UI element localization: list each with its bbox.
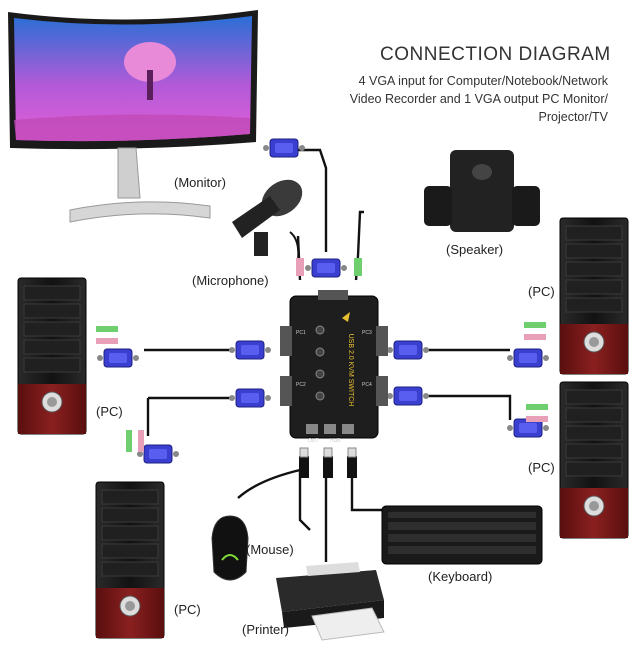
- speaker-illustration: [424, 150, 540, 232]
- usb-plug-icon-1: [298, 447, 310, 479]
- speaker-label: (Speaker): [446, 242, 504, 257]
- audio-plugs-left: [96, 326, 144, 452]
- diagram-title: CONNECTION DIAGRAM: [380, 44, 611, 65]
- speaker-plug-icon: [354, 258, 362, 276]
- vga-connector-pc4: [386, 386, 430, 406]
- audio-plugs-right: [524, 322, 548, 422]
- vga-connector-top-right-pc: [506, 348, 550, 368]
- pc-bottom-left-illustration: [95, 481, 165, 639]
- microphone-label: (Microphone): [192, 273, 269, 288]
- pc-bottom-right-label: (PC): [528, 460, 555, 475]
- subtitle-line-2: Video Recorder and 1 VGA output PC Monit…: [349, 92, 608, 106]
- keyboard-illustration: [381, 505, 543, 565]
- switch-port-pc3: PC3: [362, 330, 372, 336]
- vga-connector-pc2: [228, 388, 272, 408]
- diagram-subtitle: 4 VGA input for Computer/Notebook/Networ…: [308, 72, 608, 126]
- vga-connector-out: [304, 258, 348, 278]
- keyboard-label: (Keyboard): [428, 569, 493, 584]
- pc-top-left-illustration: [17, 277, 87, 435]
- pc-top-right-illustration: [559, 217, 629, 375]
- pc-top-right-label: (PC): [528, 284, 555, 299]
- usb-plug-icon-3: [346, 447, 358, 479]
- vga-connector-pc3: [386, 340, 430, 360]
- switch-port-pc4: PC4: [362, 382, 372, 388]
- usb-plug-icon-2: [322, 447, 334, 479]
- vga-connector-monitor: [262, 138, 306, 158]
- switch-hub-label: HUB: [330, 438, 341, 444]
- printer-label: (Printer): [242, 622, 289, 637]
- monitor-label: (Monitor): [174, 175, 227, 190]
- switch-port-pc1: PC1: [296, 330, 306, 336]
- subtitle-line-1: 4 VGA input for Computer/Notebook/Networ…: [358, 74, 608, 88]
- kvm-switch: USB 2.0 KVM SWITCH OUT HUB PC1 PC2 PC3 P…: [280, 290, 388, 444]
- mic-plug-icon: [296, 258, 304, 276]
- vga-connector-pc1: [228, 340, 272, 360]
- microphone-illustration: [232, 179, 303, 261]
- subtitle-line-3: Projector/TV: [538, 110, 608, 124]
- pc-top-left-label: (PC): [96, 404, 123, 419]
- mouse-illustration: [211, 515, 249, 581]
- pc-bottom-right-illustration: [559, 381, 629, 539]
- vga-connector-top-left-pc: [96, 348, 140, 368]
- pc-bottom-left-label: (PC): [174, 602, 201, 617]
- switch-model-text: USB 2.0 KVM SWITCH: [347, 334, 354, 407]
- mouse-label: (Mouse): [246, 542, 294, 557]
- switch-port-pc2: PC2: [296, 382, 306, 388]
- monitor-illustration: [8, 10, 258, 223]
- printer-illustration: [276, 562, 385, 641]
- switch-out-label: OUT: [308, 438, 319, 444]
